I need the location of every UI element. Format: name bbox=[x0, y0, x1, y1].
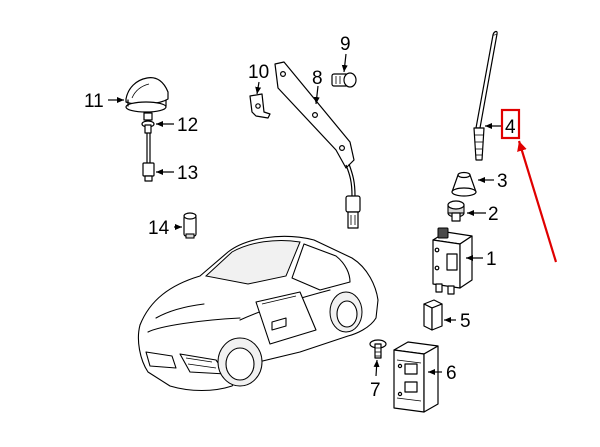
callout-5: 5 bbox=[460, 311, 471, 332]
callout-labels: 11 12 13 14 10 8 9 4 3 2 1 5 6 7 bbox=[84, 34, 516, 401]
part-6-control-module bbox=[393, 341, 439, 413]
part-11-roof-antenna bbox=[125, 77, 169, 113]
part-9-bolt bbox=[331, 72, 357, 88]
callout-3: 3 bbox=[497, 171, 508, 192]
part-4-highlight bbox=[500, 108, 558, 263]
part-10-bracket bbox=[249, 93, 271, 119]
callout-4: 4 bbox=[505, 117, 516, 138]
callout-7: 7 bbox=[370, 380, 381, 401]
part-14-plug bbox=[183, 212, 197, 239]
car-illustration bbox=[137, 235, 379, 392]
callout-2: 2 bbox=[488, 204, 499, 225]
callout-11: 11 bbox=[84, 91, 104, 112]
part-8-long-bracket bbox=[274, 61, 361, 229]
part-4-antenna-mast bbox=[473, 30, 498, 161]
part-2-adapter bbox=[447, 200, 465, 222]
callout-14: 14 bbox=[148, 218, 170, 239]
highlight-box bbox=[500, 108, 521, 140]
callout-1: 1 bbox=[486, 249, 497, 270]
leader-lines bbox=[108, 53, 503, 377]
callout-9: 9 bbox=[340, 34, 351, 55]
callout-12: 12 bbox=[177, 115, 198, 136]
part-3-antenna-base bbox=[451, 171, 477, 197]
callout-6: 6 bbox=[446, 363, 457, 384]
part-5-connector bbox=[423, 299, 443, 331]
callout-10: 10 bbox=[248, 62, 269, 83]
part-7-screw bbox=[369, 339, 387, 359]
callout-8: 8 bbox=[312, 68, 323, 89]
part-13-antenna-cable bbox=[142, 133, 155, 182]
part-12-antenna-nut bbox=[141, 112, 155, 134]
highlight-arrow bbox=[517, 140, 558, 263]
callout-13: 13 bbox=[177, 163, 198, 184]
part-1-amplifier bbox=[432, 227, 473, 295]
